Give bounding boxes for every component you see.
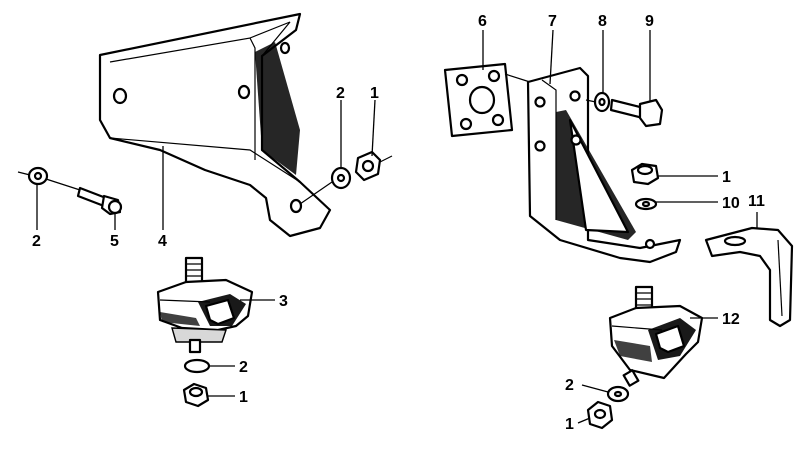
rubber-mount-part-3: [156, 256, 254, 354]
bolt-part-5: [76, 186, 123, 216]
callout-labels: 1 2 2 5 4 3 2 1 6 7 8 9 1 10 11 12 2 1: [32, 13, 765, 433]
nut-part-1-upper: [354, 150, 382, 182]
nut-part-1-right: [630, 162, 660, 186]
callout-6-plate: 6: [478, 13, 487, 30]
leader-lines: [36, 29, 758, 424]
strap-part-11: [704, 226, 794, 328]
plate-part-6: [443, 62, 514, 138]
callout-4-bracket: 4: [158, 233, 167, 250]
callout-2-upper-washer: 2: [336, 85, 345, 102]
washer-part-8: [593, 91, 611, 113]
callout-11-strap: 11: [748, 193, 765, 210]
washer-part-2-mount-right: [606, 385, 630, 403]
callout-2-left-washer: 2: [32, 233, 41, 250]
washer-part-2-left: [27, 166, 49, 186]
bracket-part-7: [526, 66, 682, 264]
callout-7-bracket: 7: [548, 13, 557, 30]
callout-8-washer: 8: [598, 13, 607, 30]
washer-part-2-upper: [330, 166, 352, 190]
bracket-part-4: [98, 12, 332, 238]
callout-2-mount-washer: 2: [239, 359, 248, 376]
callout-1-right-mount-nut: 1: [565, 416, 574, 433]
callout-12-rubber-mount: 12: [722, 311, 740, 328]
callout-1-right-nut: 1: [722, 169, 731, 186]
rubber-mount-part-12: [608, 285, 704, 387]
nut-part-1-mount-right: [586, 400, 614, 430]
callout-3-rubber-mount: 3: [279, 293, 288, 310]
callout-5-bolt: 5: [110, 233, 119, 250]
callout-1-mount-nut: 1: [239, 389, 248, 406]
callout-2-right-mount-washer: 2: [565, 377, 574, 394]
callout-10-washer: 10: [722, 195, 740, 212]
bolt-part-9: [609, 98, 664, 128]
washer-part-2-mount-left: [183, 358, 211, 374]
washer-part-10: [634, 197, 658, 211]
callout-1-upper-nut: 1: [370, 85, 379, 102]
callout-9-bolt: 9: [645, 13, 654, 30]
nut-part-1-mount-left: [182, 382, 210, 408]
